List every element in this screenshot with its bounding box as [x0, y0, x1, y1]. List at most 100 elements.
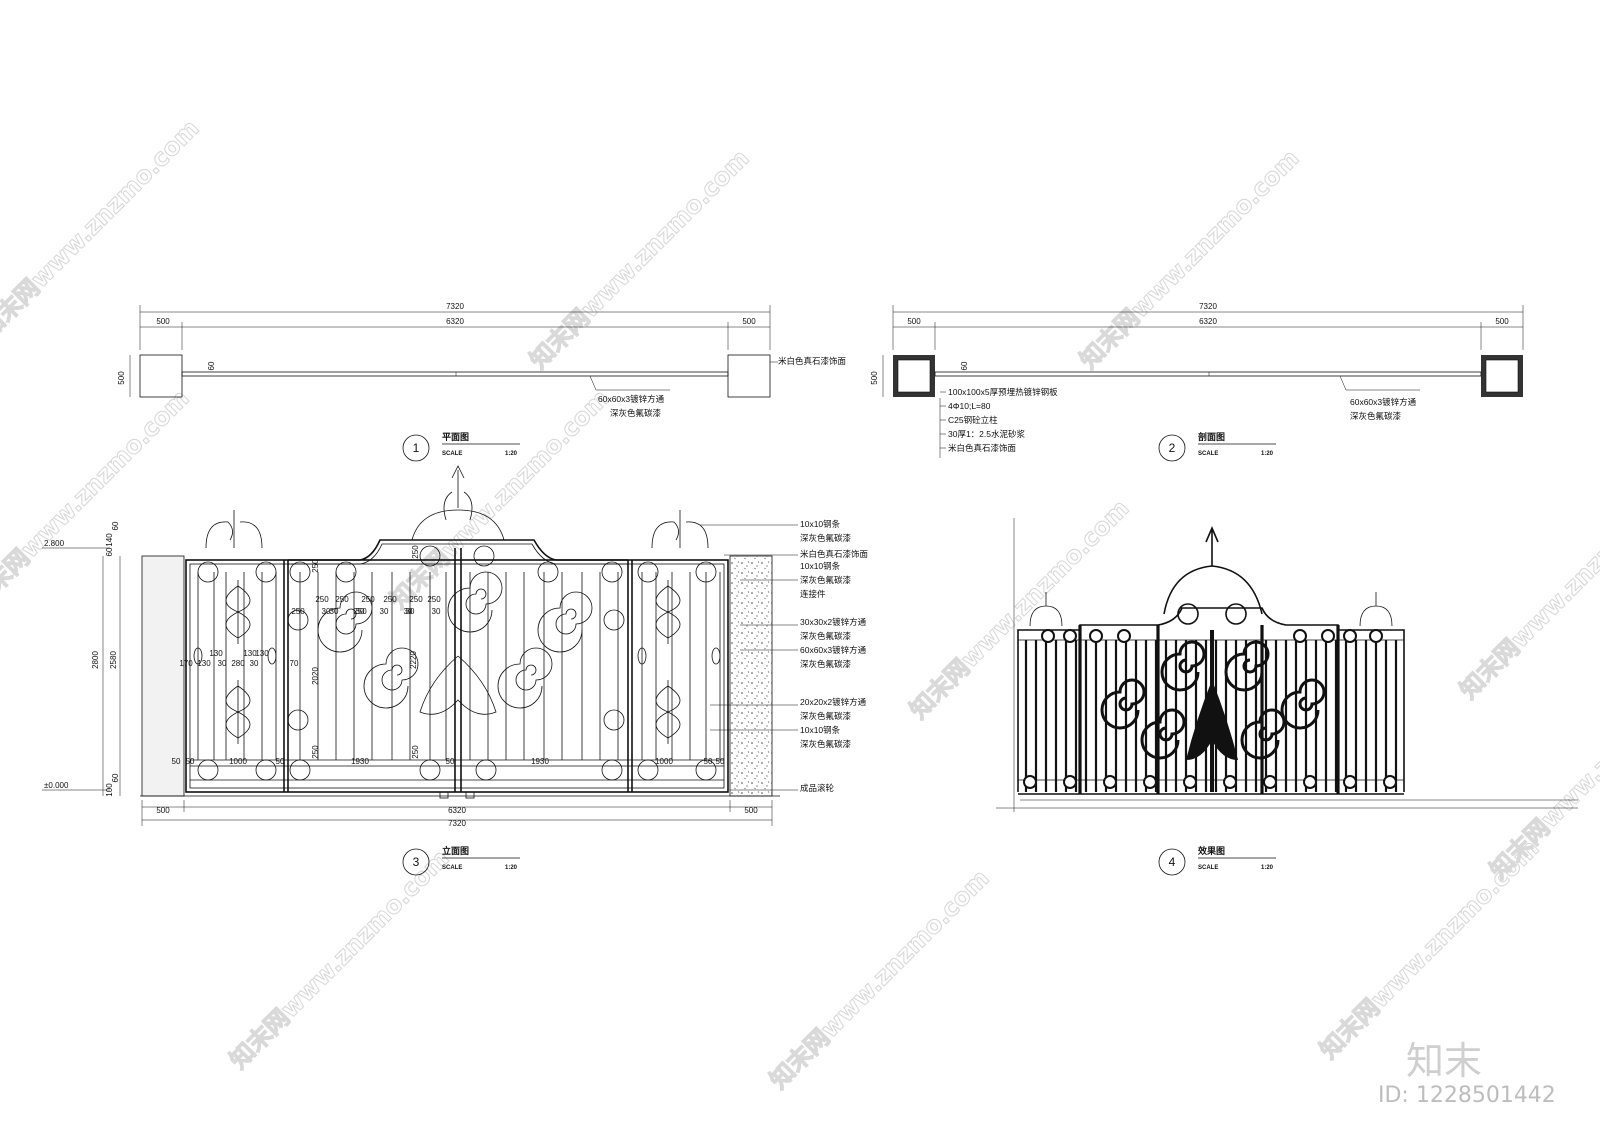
- elev-small-dim-0: 30: [330, 607, 339, 616]
- plan-dim-total: 7320: [446, 302, 464, 311]
- plan-title: 平面图: [442, 432, 469, 442]
- render-scale-value: 1:20: [1261, 865, 1274, 871]
- brand-id: ID: 1228501442: [1378, 1083, 1556, 1108]
- watermark-text: 知末网www.znzmo.com: [1484, 654, 1600, 884]
- elev-vertical-dim-5: 250: [411, 745, 420, 759]
- section-scale-label: SCALE: [1198, 451, 1218, 457]
- section-note-0: 100x100x5厚预埋热镀锌钢板: [948, 387, 1058, 397]
- elev-bottom-dim-5: 50: [446, 757, 455, 766]
- elev-vdim-1: 140: [105, 533, 114, 547]
- elev-spacing-dim-2: 250: [361, 595, 375, 604]
- render-view: 4 效果图 SCALE 1:20: [996, 518, 1578, 876]
- elev-side-dim-3: 130: [197, 659, 211, 668]
- plan-scale-label: SCALE: [442, 451, 462, 457]
- elev-note-11: 深灰色氟碳漆: [800, 711, 852, 721]
- elev-note-4: 深灰色氟碳漆: [800, 575, 852, 585]
- plan-dim-middle: 6320: [446, 317, 464, 326]
- elev-spacing-dim-0: 250: [315, 595, 329, 604]
- section-dim-middle: 6320: [1199, 317, 1217, 326]
- elev-bottom-dim-3: 50: [276, 757, 285, 766]
- elev-top-dim-3: 30: [406, 607, 415, 616]
- elev-bottom-dim-9: 50: [716, 757, 725, 766]
- elev-bottom-dim-4: 1930: [351, 757, 369, 766]
- section-note-paint: 深灰色氟碳漆: [1350, 411, 1402, 421]
- brand-logo: 知末: [1406, 1039, 1482, 1083]
- elev-bottom-dim-1: 50: [186, 757, 195, 766]
- elevation-left-post: [141, 555, 185, 797]
- elev-top-dim-2: 250: [353, 607, 367, 616]
- elev-vdim-0: 60: [105, 547, 114, 556]
- watermark-text: 知末网www.znzmo.com: [524, 144, 754, 374]
- elev-level-top: 2.800: [44, 539, 65, 548]
- elev-bottom-dim-8: 50: [704, 757, 713, 766]
- elev-vdim-6: 60: [111, 773, 120, 782]
- elev-note-10: 20x20x2镀锌方通: [800, 697, 867, 707]
- plan-dim-bar: 60: [207, 361, 216, 370]
- elev-vertical-dim-1: 2020: [311, 667, 320, 685]
- elev-vdim-2: 60: [111, 521, 120, 530]
- elev-note-2: 米白色真石漆饰面: [800, 549, 869, 559]
- plan-note-tube: 60x60x3镀锌方通: [598, 394, 665, 404]
- elev-bottom-dim-7: 1000: [655, 757, 673, 766]
- elev-bottom-dim-6: 1930: [531, 757, 549, 766]
- elev-top-dim-0: 250: [291, 607, 305, 616]
- elev-side-dim-8: 70: [290, 659, 299, 668]
- plan-dim-height: 500: [117, 371, 126, 385]
- watermark-text: 知末网www.znzmo.com: [224, 844, 454, 1074]
- elev-note-14: 成品滚轮: [800, 783, 835, 793]
- elev-vertical-dim-0: 250: [311, 559, 320, 573]
- plan-scale-value: 1:20: [505, 451, 518, 457]
- section-note-4: 米白色真石漆饰面: [948, 443, 1017, 453]
- elev-spacing-dim-5: 250: [427, 595, 441, 604]
- section-dim-bar: 60: [960, 361, 969, 370]
- elev-dim-left: 500: [156, 806, 170, 815]
- elev-side-dim-5: 280: [231, 659, 245, 668]
- elev-vdim-4: 2580: [109, 651, 118, 669]
- watermark-text: 知末网www.znzmo.com: [1454, 474, 1600, 704]
- section-scale-value: 1:20: [1261, 451, 1274, 457]
- section-dim-total: 7320: [1199, 302, 1217, 311]
- watermark-text: 知末网www.znzmo.com: [0, 114, 205, 344]
- elev-spacing-dim-3: 250: [383, 595, 397, 604]
- elev-side-dim-4: 30: [218, 659, 227, 668]
- elev-side-dim-1: 130: [243, 649, 257, 658]
- section-number: 2: [1169, 441, 1176, 455]
- section-dim-right: 500: [1495, 317, 1509, 326]
- elev-level-zero: ±0.000: [44, 781, 69, 790]
- elevation-number: 3: [413, 855, 420, 869]
- elev-note-9: 深灰色氟碳漆: [800, 659, 852, 669]
- elev-note-12: 10x10钢条: [800, 725, 841, 735]
- elevation-scale-label: SCALE: [442, 865, 462, 871]
- elev-note-5: 连接件: [800, 589, 826, 599]
- elev-vertical-dim-2: 2220: [409, 651, 418, 669]
- watermark-text: 知末网www.znzmo.com: [1074, 144, 1304, 374]
- elev-note-0: 10x10钢条: [800, 519, 841, 529]
- elevation-scale-value: 1:20: [505, 865, 518, 871]
- elev-note-1: 深灰色氟碳漆: [800, 533, 852, 543]
- elev-side-dim-7: 130: [255, 649, 269, 658]
- elev-spacing-dim-4: 250: [409, 595, 423, 604]
- render-scale-label: SCALE: [1198, 865, 1218, 871]
- elev-vdim-3: 2800: [91, 651, 100, 669]
- section-view: 7320 500 6320 500 500 60 100x100x5厚预埋热镀锌…: [870, 302, 1524, 462]
- section-note-2: C25钢砼立柱: [948, 415, 998, 425]
- plan-dim-left: 500: [156, 317, 170, 326]
- elev-dim-middle: 6320: [448, 806, 466, 815]
- elevation-title: 立面图: [442, 845, 469, 856]
- plan-note-paint: 深灰色氟碳漆: [610, 408, 662, 418]
- watermark-text: 知末网www.znzmo.com: [764, 864, 994, 1094]
- elev-note-3: 10x10钢条: [800, 561, 841, 571]
- section-dim-left: 500: [907, 317, 921, 326]
- elev-note-8: 60x60x3镀锌方通: [800, 645, 867, 655]
- elev-small-dim-3: 30: [404, 607, 413, 616]
- elev-note-13: 深灰色氟碳漆: [800, 739, 852, 749]
- section-title: 剖面图: [1198, 431, 1225, 442]
- elev-vertical-dim-3: 250: [411, 545, 420, 559]
- plan-dim-right: 500: [742, 317, 756, 326]
- elev-top-dim-1: 30: [322, 607, 331, 616]
- elev-side-dim-6: 30: [250, 659, 259, 668]
- elev-vdim-5: 100: [105, 783, 114, 797]
- elev-bottom-dim-2: 1000: [229, 757, 247, 766]
- elev-top-dim-4: 30: [432, 607, 441, 616]
- elev-dim-total: 7320: [448, 819, 466, 828]
